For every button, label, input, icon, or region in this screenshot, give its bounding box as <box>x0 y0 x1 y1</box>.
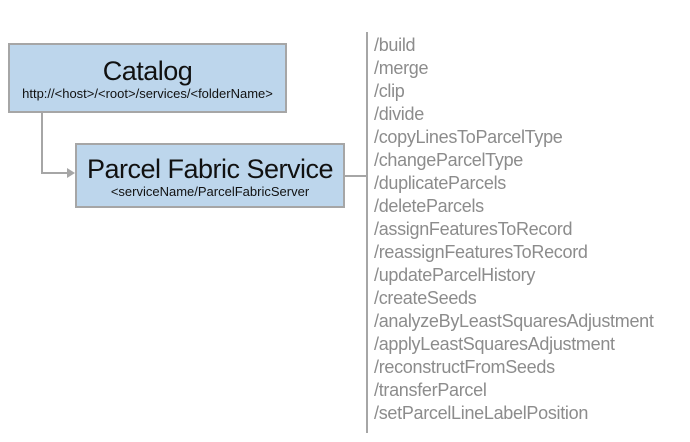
endpoint-item: /setParcelLineLabelPosition <box>374 403 589 423</box>
endpoint-item: /analyzeByLeastSquaresAdjustment <box>374 311 654 331</box>
endpoint-item: /assignFeaturesToRecord <box>374 219 573 239</box>
endpoint-item: /deleteParcels <box>374 196 484 216</box>
endpoint-item: /reassignFeaturesToRecord <box>374 242 588 262</box>
endpoint-item: /changeParcelType <box>374 150 523 170</box>
connector-catalog-horizontal <box>41 172 69 174</box>
endpoint-item: /duplicateParcels <box>374 173 506 193</box>
connector-catalog-vertical <box>41 113 43 173</box>
endpoint-item: /updateParcelHistory <box>374 265 536 285</box>
catalog-node-title: Catalog <box>102 56 193 86</box>
endpoint-item: /createSeeds <box>374 288 477 308</box>
parcel-fabric-service-node: Parcel Fabric Service <serviceName/Parce… <box>75 143 345 208</box>
catalog-node: Catalog http://<host>/<root>/services/<f… <box>8 43 287 113</box>
endpoint-item: /copyLinesToParcelType <box>374 127 563 147</box>
endpoint-item: /transferParcel <box>374 380 487 400</box>
endpoint-item: /merge <box>374 58 429 78</box>
endpoint-list: /build/merge/clip/divide/copyLinesToParc… <box>374 34 690 425</box>
endpoint-item: /build <box>374 35 416 55</box>
connector-service-horizontal <box>345 175 367 177</box>
endpoint-item: /clip <box>374 81 405 101</box>
service-node-path: <serviceName/ParcelFabricServer <box>110 183 310 199</box>
catalog-node-url: http://<host>/<root>/services/<folderNam… <box>22 86 273 101</box>
endpoint-item: /applyLeastSquaresAdjustment <box>374 334 615 354</box>
endpoint-list-bracket-line <box>366 32 368 433</box>
endpoint-item: /divide <box>374 104 424 124</box>
arrow-right-icon <box>67 168 75 178</box>
service-node-title: Parcel Fabric Service <box>86 153 334 184</box>
endpoint-item: /reconstructFromSeeds <box>374 357 555 377</box>
